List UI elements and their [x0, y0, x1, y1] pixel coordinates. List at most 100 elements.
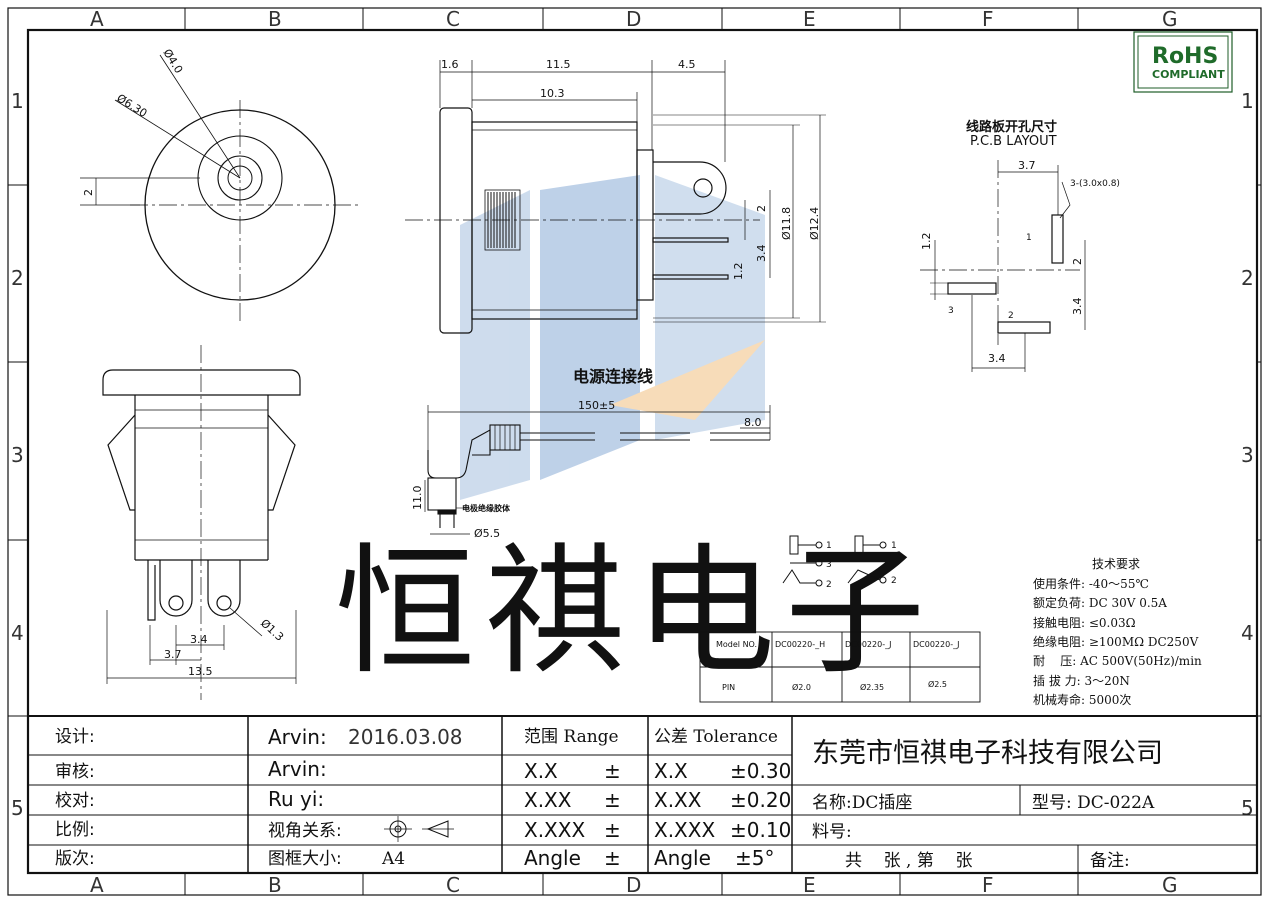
side-dim-1-2: 1.2: [732, 263, 745, 281]
side-dim-dia12-4: Ø12.4: [808, 207, 821, 240]
zone-col-bottom-d: D: [626, 873, 641, 897]
side-view: [405, 60, 826, 334]
zone-row-right-5: 5: [1241, 796, 1254, 820]
sheet-frame: [7, 7, 1262, 896]
pcb-title-en: P.C.B LAYOUT: [970, 134, 1057, 149]
pcb-pin-2: 2: [1008, 311, 1014, 321]
title-block-grid: [28, 715, 1257, 873]
cable-title: 电源连接线: [573, 367, 653, 386]
tb-range-3-pm: ±: [604, 818, 621, 842]
bottom-dim-3-4: 3.4: [190, 633, 208, 646]
spec-line-6: 插 拔 力: 3～20N: [1033, 673, 1130, 688]
zone-col-top-b: B: [268, 7, 282, 31]
projection-symbol-icon: [384, 816, 454, 842]
cable-note: 电极绝缘胶体: [462, 503, 511, 513]
tb-tolerance-header: 公差 Tolerance: [654, 727, 778, 747]
tb-view-angle-label: 视角关系:: [268, 821, 342, 841]
tb-range-header: 范围 Range: [524, 727, 619, 747]
side-dim-4-5: 4.5: [678, 58, 696, 71]
pin-table-cell-3: Ø2.5: [928, 679, 947, 689]
tb-range-2: X.XX: [524, 788, 572, 812]
side-dim-dia11-8: Ø11.8: [780, 207, 793, 240]
pin-table-cell-0: PIN: [722, 683, 735, 692]
spec-line-1: 使用条件: -40～55℃: [1033, 576, 1149, 591]
tb-part-name: 名称:DC插座: [812, 793, 912, 813]
tb-label-check: 校对:: [55, 791, 95, 811]
pcb-layout: [920, 160, 1086, 372]
tb-part-no: 料号:: [812, 822, 852, 842]
zone-row-right-4: 4: [1241, 621, 1254, 645]
zone-col-bottom-c: C: [446, 873, 460, 897]
watermark-text: 恒祺电子: [335, 531, 935, 694]
pcb-dim-slot: 3-(3.0x0.8): [1070, 179, 1120, 189]
rohs-subtitle: COMPLIANT: [1152, 68, 1225, 81]
zone-row-left-4: 4: [11, 621, 24, 645]
schematic-left-pin3: 3: [826, 560, 832, 570]
pin-table-header-3: DC00220-_J: [913, 640, 959, 649]
bottom-dim-3-7: 3.7: [164, 648, 182, 661]
zone-col-top-c: C: [446, 7, 460, 31]
tb-range-4: Angle: [524, 846, 581, 870]
tb-tol-1-val: ±0.30: [730, 759, 791, 783]
spec-line-5: 耐 压: AC 500V(50Hz)/min: [1033, 654, 1202, 668]
tb-range-1-pm: ±: [604, 759, 621, 783]
tb-label-design: 设计:: [55, 727, 95, 747]
tb-tol-4-val: ±5°: [735, 846, 774, 870]
tb-tol-3: X.XXX: [654, 818, 715, 842]
zone-col-bottom-b: B: [268, 873, 282, 897]
tb-label-review: 审核:: [55, 762, 95, 782]
tb-tol-2: X.XX: [654, 788, 702, 812]
side-dim-10-3: 10.3: [540, 87, 565, 100]
schematic-right-pin2: 2: [891, 576, 897, 586]
tb-range-1: X.X: [524, 759, 558, 783]
tb-tol-3-val: ±0.10: [730, 818, 791, 842]
zone-col-top-g: G: [1162, 7, 1178, 31]
rohs-title: RoHS: [1152, 44, 1218, 69]
spec-line-2: 额定负荷: DC 30V 0.5A: [1033, 595, 1167, 610]
bottom-view: [102, 345, 301, 700]
spec-line-3: 接触电阻: ≤0.03Ω: [1033, 615, 1136, 630]
pin-table: [699, 631, 981, 703]
cable-dim-length: 150±5: [578, 399, 615, 412]
cable-dim-11: 11.0: [411, 486, 424, 511]
front-view: [80, 54, 360, 325]
zone-row-left-5: 5: [11, 796, 24, 820]
tb-range-2-pm: ±: [604, 788, 621, 812]
schematic-left-pin2: 2: [826, 580, 832, 590]
watermark-logo: [460, 175, 765, 500]
pin-table-header-0: Model NO.: [716, 640, 757, 649]
switch-schematic: [782, 535, 887, 587]
side-dim-1-6: 1.6: [441, 58, 459, 71]
rohs-badge: RoHS COMPLIANT: [1133, 31, 1233, 93]
tb-sheets: 共 张 , 第 张: [845, 851, 972, 871]
zone-row-left-1: 1: [11, 89, 24, 113]
tb-design-date: 2016.03.08: [348, 725, 463, 749]
schematic-right-pin1: 1: [891, 541, 897, 551]
zone-row-right-1: 1: [1241, 89, 1254, 113]
zone-col-bottom-f: F: [982, 873, 994, 897]
bottom-dim-dia1-3: Ø1.3: [258, 617, 286, 644]
side-dim-11-5: 11.5: [546, 58, 571, 71]
tb-tol-2-val: ±0.20: [730, 788, 791, 812]
pcb-pin-1: 1: [1026, 233, 1032, 243]
tb-tol-4: Angle: [654, 846, 711, 870]
front-dim-dia6: Ø6.30: [114, 92, 149, 121]
cable-drawing: [424, 405, 771, 535]
tb-remark: 备注:: [1090, 851, 1130, 871]
pin-table-header-1: DC00220-_H: [775, 640, 825, 649]
zone-col-top-a: A: [90, 7, 104, 31]
pcb-dim-1-2: 1.2: [920, 233, 933, 251]
tb-company-name: 东莞市恒祺电子科技有限公司: [812, 738, 1163, 769]
pcb-title-cn: 线路板开孔尺寸: [966, 119, 1057, 135]
zone-row-left-3: 3: [11, 443, 24, 467]
zone-col-bottom-e: E: [803, 873, 816, 897]
pcb-dim-3-7: 3.7: [1018, 159, 1036, 172]
pin-table-cell-1: Ø2.0: [792, 682, 811, 692]
tb-check-name: Ru yi:: [268, 787, 324, 811]
pcb-dim-3-4-h: 3.4: [988, 352, 1006, 365]
tb-label-version: 版次:: [55, 849, 95, 869]
tb-frame-size-label: 图框大小:: [268, 849, 342, 869]
tb-review-name: Arvin:: [268, 757, 327, 781]
tb-tol-1: X.X: [654, 759, 688, 783]
